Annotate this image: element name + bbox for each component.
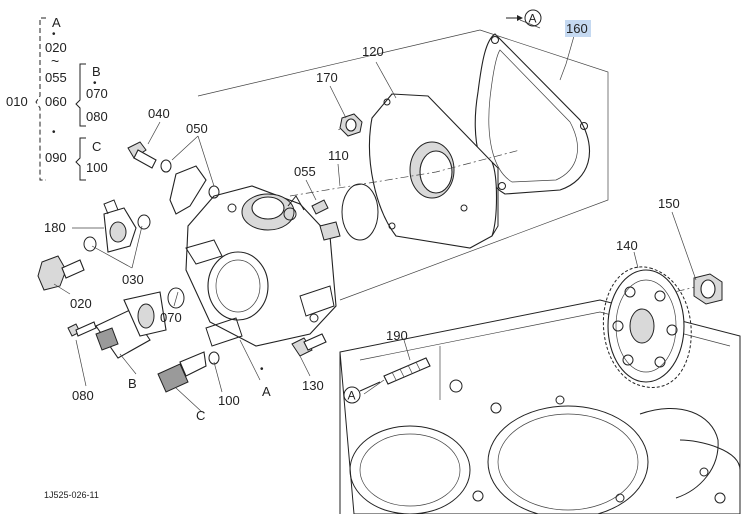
ref-a-pump-dot: • bbox=[260, 364, 264, 375]
callout-100[interactable]: 100 bbox=[218, 393, 240, 408]
o-ring-110 bbox=[341, 183, 379, 241]
banjo-bolt-020 bbox=[37, 255, 85, 291]
bracket-c-line bbox=[75, 137, 86, 181]
bracket-item-100: 100 bbox=[86, 160, 108, 175]
pressure-sensor bbox=[157, 351, 207, 393]
washer-030a bbox=[83, 236, 97, 252]
bracket-dot-2: • bbox=[52, 127, 56, 138]
bracket-item-070: 070 bbox=[86, 86, 108, 101]
callout-040[interactable]: 040 bbox=[148, 106, 170, 121]
ref-a-top: A bbox=[506, 9, 542, 27]
ref-a-pump-letter: A bbox=[262, 384, 271, 399]
bracket-b-dot: • bbox=[93, 78, 97, 89]
nut-170 bbox=[339, 113, 363, 137]
callout-190[interactable]: 190 bbox=[386, 328, 408, 343]
key-055 bbox=[311, 199, 329, 215]
callout-030-label: 030 bbox=[122, 272, 144, 287]
bracket-main-line bbox=[35, 17, 46, 181]
leader-lines bbox=[53, 19, 697, 413]
callout-140[interactable]: 140 bbox=[616, 238, 638, 253]
callout-110-label: 110 bbox=[328, 148, 349, 163]
callout-180[interactable]: 180 bbox=[44, 220, 66, 235]
bracket-item-080: 080 bbox=[86, 109, 108, 124]
banjo-bolt-040 bbox=[127, 141, 157, 169]
callout-120[interactable]: 120 bbox=[362, 44, 384, 59]
callout-050[interactable]: 050 bbox=[186, 121, 208, 136]
callout-170-label: 170 bbox=[316, 70, 338, 85]
callout-150[interactable]: 150 bbox=[658, 196, 680, 211]
ref-b-letter: B bbox=[128, 376, 137, 391]
banjo-fitting-180 bbox=[103, 199, 137, 253]
nut-150 bbox=[693, 273, 723, 305]
callout-020[interactable]: 020 bbox=[70, 296, 92, 311]
assembly-bracket: A • 020 ~ 055 010 060 • 090 B • 070 080 … bbox=[6, 15, 108, 181]
callout-150-label: 150 bbox=[658, 196, 680, 211]
callout-120-label: 120 bbox=[362, 44, 384, 59]
callout-100-label: 100 bbox=[218, 393, 240, 408]
bracket-b-letter: B bbox=[92, 64, 101, 79]
callout-160[interactable]: 160 bbox=[565, 20, 591, 37]
gear-140 bbox=[602, 266, 692, 388]
callout-160-label: 160 bbox=[566, 21, 588, 36]
callout-080[interactable]: 080 bbox=[72, 388, 94, 403]
callout-020-label: 020 bbox=[70, 296, 92, 311]
bolt-130 bbox=[291, 333, 327, 357]
ref-b: B bbox=[128, 376, 137, 391]
callout-050-label: 050 bbox=[186, 121, 208, 136]
bracket-item-090: 090 bbox=[45, 150, 67, 165]
stud-190 bbox=[383, 357, 431, 385]
callout-040-label: 040 bbox=[148, 106, 170, 121]
bracket-050 bbox=[169, 165, 207, 215]
bracket-dot-1: • bbox=[52, 29, 56, 40]
washer-050a bbox=[160, 159, 172, 173]
ref-a-top-letter: A bbox=[529, 12, 537, 26]
ref-c: C bbox=[196, 408, 205, 423]
o-ring-070 bbox=[167, 287, 185, 309]
callout-140-label: 140 bbox=[616, 238, 638, 253]
engine-block bbox=[339, 299, 741, 519]
screw-080 bbox=[67, 321, 97, 337]
ref-a-bottom: A bbox=[343, 381, 381, 404]
callout-110[interactable]: 110 bbox=[328, 148, 349, 163]
callout-055-label: 055 bbox=[294, 164, 316, 179]
bracket-item-060: 060 bbox=[45, 94, 67, 109]
bracket-top-letter: A bbox=[52, 15, 61, 30]
callout-070[interactable]: 070 bbox=[160, 310, 182, 325]
adapter-plate-120 bbox=[369, 93, 499, 249]
metering-valve bbox=[95, 291, 167, 359]
callout-180-label: 180 bbox=[44, 220, 66, 235]
bracket-item-020: 020 bbox=[45, 40, 67, 55]
injection-pump bbox=[185, 185, 341, 347]
bracket-range-glyph: ~ bbox=[51, 53, 59, 69]
callout-130[interactable]: 130 bbox=[302, 378, 324, 393]
bracket-assembly-number: 010 bbox=[6, 94, 28, 109]
ref-a-pump: • A bbox=[260, 364, 271, 399]
callout-170[interactable]: 170 bbox=[316, 70, 338, 85]
bracket-c-letter: C bbox=[92, 139, 101, 154]
ref-c-letter: C bbox=[196, 408, 205, 423]
callout-130-label: 130 bbox=[302, 378, 324, 393]
o-ring-100 bbox=[208, 351, 220, 365]
callout-055[interactable]: 055 bbox=[294, 164, 316, 179]
bracket-b-line bbox=[75, 63, 86, 127]
callout-070-label: 070 bbox=[160, 310, 182, 325]
callout-190-label: 190 bbox=[386, 328, 408, 343]
bracket-item-055: 055 bbox=[45, 70, 67, 85]
ref-a-bottom-letter: A bbox=[348, 389, 356, 403]
callout-030[interactable]: 030 bbox=[122, 272, 144, 287]
callout-080-label: 080 bbox=[72, 388, 94, 403]
figure-code: 1J525-026-11 bbox=[44, 490, 99, 500]
washer-030b bbox=[137, 214, 151, 230]
